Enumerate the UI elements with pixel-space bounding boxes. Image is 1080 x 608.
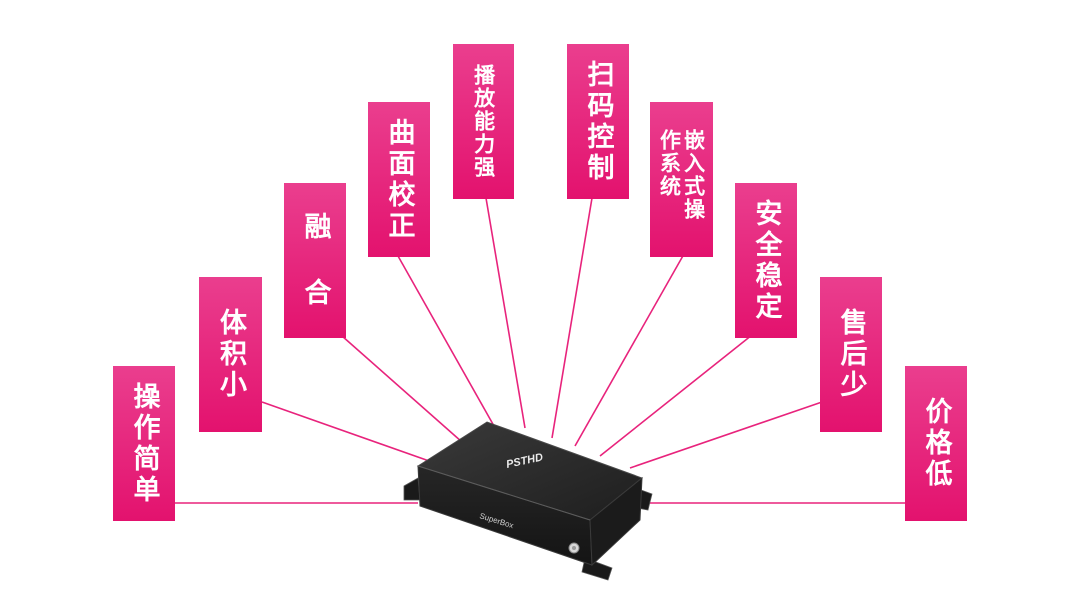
feature-label: 扫码控制 bbox=[582, 59, 614, 184]
feature-fusion: 融 合 bbox=[284, 183, 346, 338]
feature-embedded-os: 嵌入式操作系统 bbox=[650, 102, 713, 257]
connector-line bbox=[574, 253, 685, 447]
feature-label: 价格低 bbox=[920, 397, 952, 490]
feature-low-price: 价格低 bbox=[905, 366, 967, 521]
feature-label: 曲面校正 bbox=[383, 117, 415, 242]
connector-line bbox=[599, 334, 753, 457]
feature-small-size: 体积小 bbox=[199, 277, 262, 432]
feature-label: 操作简单 bbox=[128, 381, 160, 506]
feature-label: 融 合 bbox=[299, 212, 331, 309]
feature-label: 安全稳定 bbox=[750, 198, 782, 323]
feature-label: 体积小 bbox=[215, 308, 246, 401]
connector-line bbox=[551, 197, 593, 439]
connector-line bbox=[629, 401, 823, 469]
device-side bbox=[589, 476, 643, 567]
connector-line bbox=[485, 197, 526, 429]
feature-simple-operation: 操作简单 bbox=[113, 366, 175, 521]
connector-line bbox=[341, 335, 463, 443]
connector-line bbox=[261, 401, 433, 463]
feature-curved-correction: 曲面校正 bbox=[368, 102, 430, 257]
feature-less-after-sales: 售后少 bbox=[820, 277, 882, 432]
feature-label: 嵌入式操作系统 bbox=[657, 128, 706, 221]
feature-safe-stable: 安全稳定 bbox=[735, 183, 797, 338]
feature-qr-control: 扫码控制 bbox=[567, 44, 629, 199]
connector-line bbox=[397, 255, 495, 427]
feature-strong-playback: 播放能力强 bbox=[453, 44, 514, 199]
feature-label: 售后少 bbox=[835, 308, 867, 401]
mounting-ear-left bbox=[403, 477, 421, 501]
feature-label: 播放能力强 bbox=[471, 64, 496, 179]
